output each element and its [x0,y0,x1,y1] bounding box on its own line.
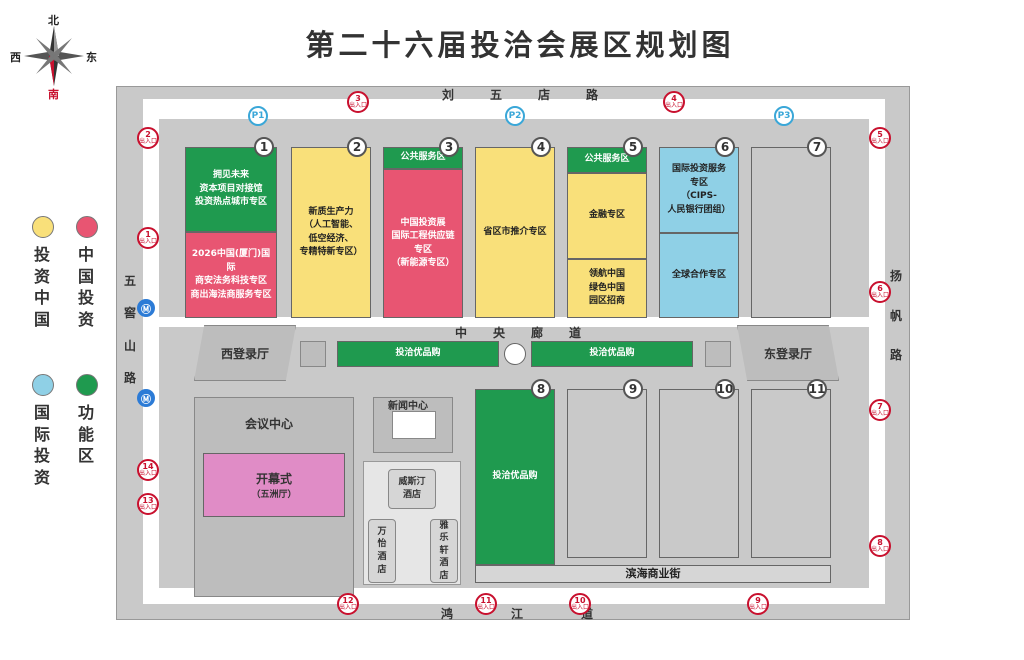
compass-rose: 北 南 东 西 [10,12,98,101]
corridor-road [143,317,885,327]
hall-6-top: 国际投资服务 专区 （CIPS- 人民银行团组） [659,147,739,233]
corridor-label: 中央廊道 [455,326,608,340]
hall-number-7: 7 [807,137,827,157]
hall-1-bottom: 2026中国(厦门)国际 商安法务科技专区 商出海法商服务专区 [185,232,277,318]
press-center-label: 新闻中心 [388,401,428,412]
metro-icon-2: Ⓜ [137,389,155,407]
compass-star-icon [24,26,84,86]
legend-label-function: 功能区 [77,403,94,466]
hall-5-finance: 金融专区 [567,173,647,259]
hall-10 [659,389,739,558]
legend-dot-yellow [32,216,54,238]
hotel-courtyard: 万 怡 酒 店 [368,519,396,583]
conference-center-label: 会议中心 [245,417,294,431]
east-inner-road [869,99,885,604]
corridor-block-left [300,341,326,367]
hall-6-bottom: 全球合作专区 [659,233,739,318]
hall-11 [751,389,831,558]
compass-south: 南 [48,88,59,101]
opening-venue-label: （五洲厅） [251,490,297,500]
press-center-yard [392,411,436,439]
legend-dot-blue [32,374,54,396]
legend-label-invest-china: 投资中国 [33,245,50,329]
compass-north: 北 [48,14,59,27]
hall-number-10: 10 [715,379,735,399]
hall-3: 中国投资展 国际工程供应链 专区 （新能源专区） [383,169,463,318]
hall-number-1: 1 [254,137,274,157]
hall-5-bottom: 领航中国 绿色中国 园区招商 [567,259,647,318]
road-label-east: 扬帆路 [889,269,902,363]
hall-number-5: 5 [623,137,643,157]
parking-p1: P1 [248,106,268,126]
hall-7 [751,147,831,318]
metro-icon-1: Ⓜ [137,299,155,317]
opening-ceremony-label: 开幕式 [255,472,292,486]
hall-number-2: 2 [347,137,367,157]
opening-ceremony-hall: 开幕式 （五洲厅） [203,453,345,517]
hotel-westin: 威斯汀 酒店 [388,469,436,509]
hall-number-6: 6 [715,137,735,157]
road-label-west: 五窖山路 [123,274,136,386]
legend-dot-red [76,216,98,238]
hall-number-3: 3 [439,137,459,157]
hall-number-4: 4 [531,137,551,157]
shopping-right: 投洽优品购 [531,341,693,367]
parking-p2: P2 [505,106,525,126]
corridor-block-right [705,341,731,367]
corridor-circle [504,343,526,365]
shopping-left: 投洽优品购 [337,341,499,367]
hall-2: 新质生产力 （人工智能、 低空经济、 专精特新专区） [291,147,371,318]
hall-number-11: 11 [807,379,827,399]
hall-number-9: 9 [623,379,643,399]
hotel-aloft: 雅 乐 轩 酒 店 [430,519,458,583]
west-inner-road [143,99,159,604]
legend-dot-green [76,374,98,396]
road-label-north: 刘五店路 [442,88,635,102]
compass-west: 西 [10,51,21,64]
site-map: 刘五店路 鸿江道 五窖山路 扬帆路 P1 P2 P3 拥见未来 资本项目对接馆 … [116,86,910,621]
east-lobby: 东登录厅 [737,325,839,381]
parking-p3: P3 [774,106,794,126]
compass-east: 东 [86,51,97,64]
west-lobby: 西登录厅 [194,325,296,381]
legend-label-intl-invest: 国际投资 [33,403,50,487]
hall-1-top: 拥见未来 资本项目对接馆 投资热点城市专区 [185,147,277,232]
hall-8: 投洽优品购 [475,389,555,565]
page-title: 第二十六届投洽会展区规划图 [305,28,735,62]
legend-label-china-invest: 中国投资 [77,245,94,329]
hall-number-8: 8 [531,379,551,399]
hall-4: 省区市推介专区 [475,147,555,318]
binhai-street: 滨海商业街 [475,565,831,583]
hall-9 [567,389,647,558]
road-label-south: 鸿江道 [441,607,652,621]
